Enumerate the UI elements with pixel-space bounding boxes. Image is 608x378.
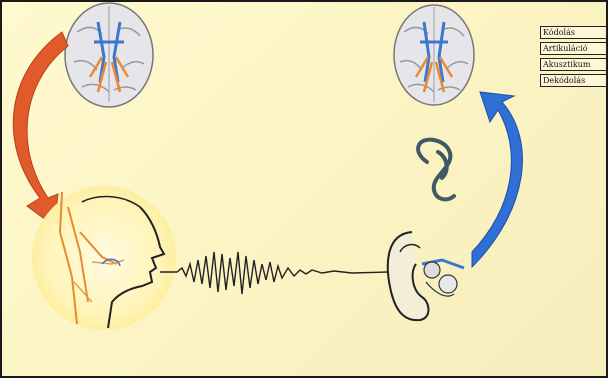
stage-articulation: Artikuláció bbox=[540, 42, 608, 55]
cochlea-icon bbox=[418, 140, 454, 200]
speech-stage-list: Kódolás Artikuláció Akusztikum Dekódolás bbox=[540, 26, 608, 87]
sound-waveform-icon bbox=[160, 252, 387, 294]
production-arrow bbox=[13, 32, 68, 226]
stage-encoding: Kódolás bbox=[540, 26, 608, 39]
speaker-head-icon bbox=[32, 186, 176, 330]
stage-acoustics: Akusztikum bbox=[540, 58, 608, 71]
perception-arrow bbox=[472, 92, 522, 267]
listener-brain-icon bbox=[394, 5, 474, 105]
speaker-brain-icon bbox=[65, 3, 153, 107]
stage-decoding: Dekódolás bbox=[540, 74, 608, 87]
ear-icon bbox=[388, 232, 464, 320]
